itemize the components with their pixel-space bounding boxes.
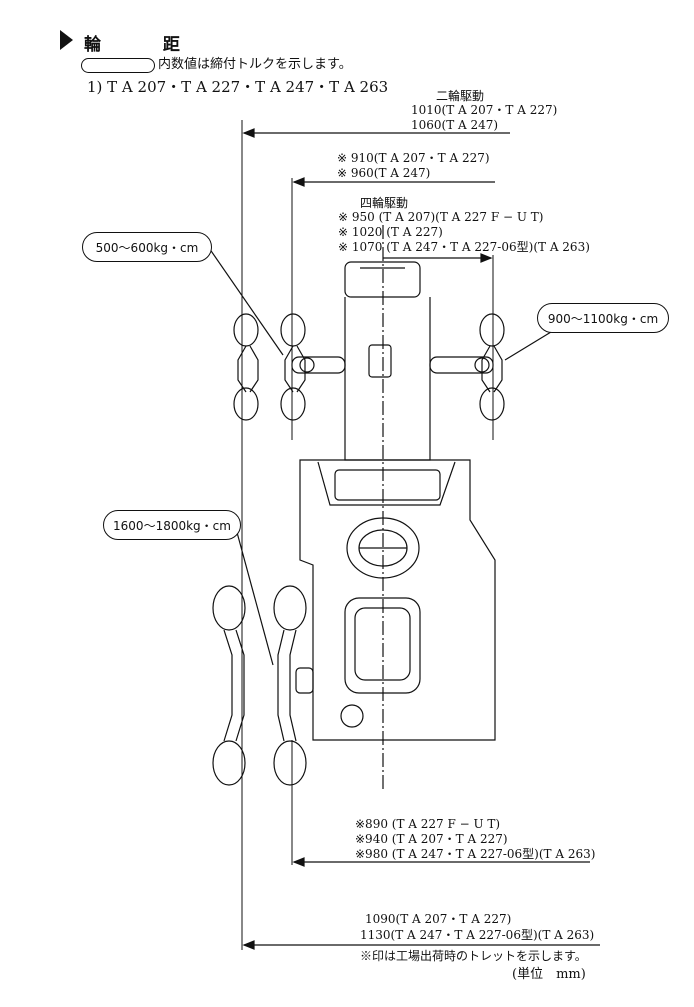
rear-left-outer-wheel xyxy=(212,585,246,786)
rear-left-inner-wheel xyxy=(273,585,307,786)
models-line: 1) T A 207・T A 227・T A 247・T A 263 xyxy=(87,78,389,96)
dim-label: 1060(T A 247) xyxy=(411,118,499,132)
front-right-wheel xyxy=(479,313,505,421)
footnote: ※印は工場出荷時のトレットを示します。 xyxy=(360,949,587,963)
dim-label: 1010(T A 207・T A 227) xyxy=(411,103,558,117)
front-left-outer-wheel xyxy=(233,313,259,421)
dim-label: ※ 1070 (T A 247・T A 227-06型)(T A 263) xyxy=(338,240,590,254)
front-right-torque-callout: 900～1100kg・cm xyxy=(537,303,669,333)
four-wd-heading: 四輪駆動 xyxy=(360,196,409,210)
rear-left-torque-callout: 1600～1800kg・cm xyxy=(103,510,241,540)
triangle-right-icon xyxy=(60,30,73,50)
legend-note: 内数値は締付トルクを示します。 xyxy=(158,57,352,72)
dim-label: ※ 960(T A 247) xyxy=(337,166,431,180)
dim-label: ※ 910(T A 207・T A 227) xyxy=(337,151,490,165)
page-title: 輪 距 xyxy=(84,35,208,55)
front-left-inner-wheel xyxy=(280,313,306,421)
dim-label: ※ 1020 (T A 227) xyxy=(338,225,443,239)
rounded-box-icon xyxy=(81,58,155,73)
dim-label: ※890 (T A 227 F − U T) xyxy=(355,817,501,831)
front-left-torque-callout: 500～600kg・cm xyxy=(82,232,212,262)
unit-label: (単位 mm) xyxy=(512,967,586,982)
dim-label: ※940 (T A 207・T A 227) xyxy=(355,832,508,846)
dim-label: ※980 (T A 247・T A 227-06型)(T A 263) xyxy=(355,847,596,861)
dim-label: 1130(T A 247・T A 227-06型)(T A 263) xyxy=(360,928,595,942)
dim-label: 1090(T A 207・T A 227) xyxy=(365,912,512,926)
dim-label: ※ 950 (T A 207)(T A 227 F − U T) xyxy=(338,210,544,224)
two-wd-heading: 二輪駆動 xyxy=(436,89,485,103)
